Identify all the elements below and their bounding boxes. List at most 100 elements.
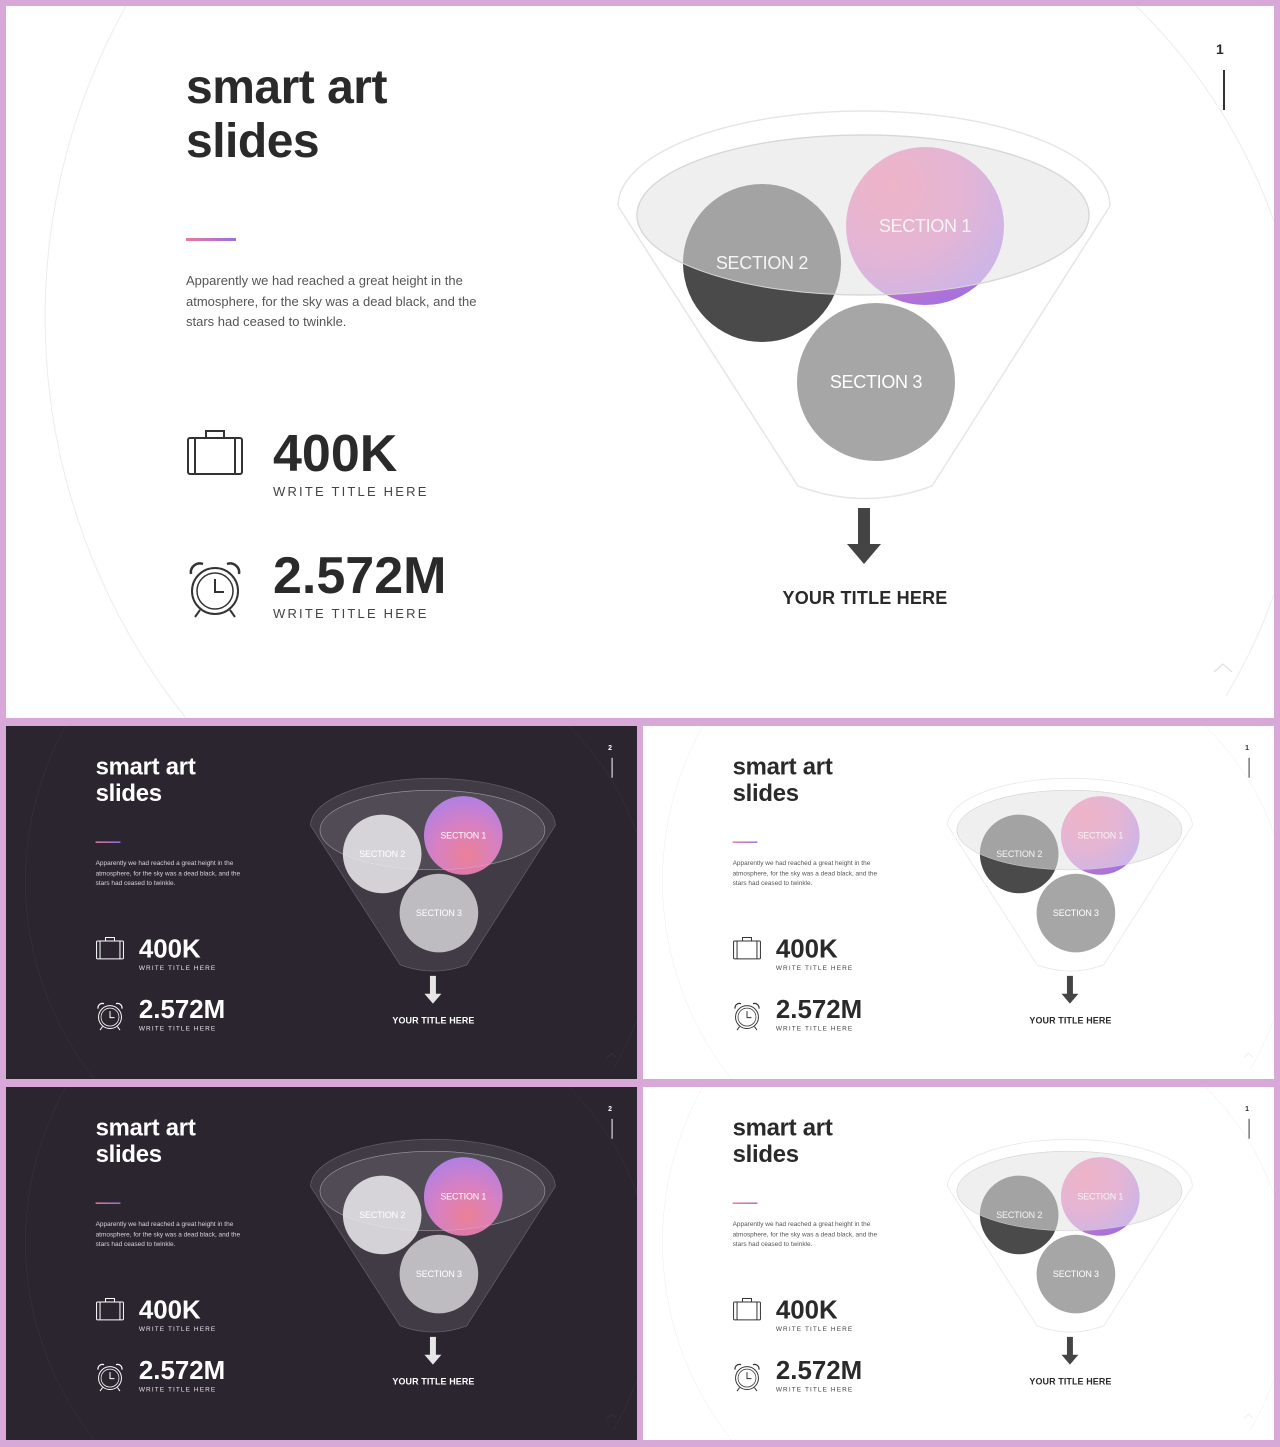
section-1-circle[interactable]: SECTION 1 <box>423 1157 503 1236</box>
description-text: Apparently we had reached a great height… <box>732 1219 878 1248</box>
stat-label: WRITE TITLE HERE <box>138 1024 217 1033</box>
stat-label: WRITE TITLE HERE <box>138 1324 217 1333</box>
briefcase-icon <box>96 936 124 960</box>
funnel-graphic <box>947 1138 1193 1333</box>
section-3-circle[interactable]: SECTION 3 <box>797 303 955 461</box>
stat-value: 400K <box>775 934 838 964</box>
section-2-label: SECTION 2 <box>715 252 809 273</box>
section-2-circle[interactable]: SECTION 2 <box>342 1175 422 1255</box>
funnel-title: YOUR TITLE HERE <box>1029 1015 1112 1026</box>
section-3-circle[interactable]: SECTION 3 <box>399 873 479 953</box>
description-text: Apparently we had reached a great height… <box>95 1219 241 1248</box>
chevron-up-icon[interactable] <box>606 1413 617 1419</box>
slide-title: smart art slides <box>96 753 196 807</box>
page-number: 2 <box>608 1104 612 1113</box>
slide-title: smart art slides <box>733 1114 833 1168</box>
stat-value: 400K <box>775 1295 838 1325</box>
funnel-title: YOUR TITLE HERE <box>392 1015 475 1026</box>
title-line-2: slides <box>732 780 799 807</box>
section-2-circle[interactable]: SECTION 2 <box>342 814 422 894</box>
chevron-up-icon[interactable] <box>606 1052 617 1058</box>
section-3-label: SECTION 3 <box>1052 907 1099 918</box>
title-line-1: smart art <box>95 1114 196 1141</box>
page-indicator-line <box>611 757 613 778</box>
section-3-circle[interactable]: SECTION 3 <box>1036 1234 1116 1314</box>
background-arc <box>25 726 637 1079</box>
funnel-title: YOUR TITLE HERE <box>392 1376 475 1387</box>
stat-label: WRITE TITLE HERE <box>775 1024 854 1033</box>
funnel-graphic <box>310 777 556 972</box>
stat-label: WRITE TITLE HERE <box>775 1385 854 1394</box>
page-indicator-line <box>611 1118 613 1139</box>
section-2-circle[interactable]: SECTION 2 <box>979 814 1059 894</box>
slide-content: smart art slides Apparently we had reach… <box>6 726 637 1079</box>
arrow-down-icon <box>424 975 442 1004</box>
accent-divider <box>95 841 121 843</box>
funnel-graphic <box>310 1138 556 1333</box>
section-1-label: SECTION 1 <box>440 1191 487 1202</box>
description-text: Apparently we had reached a great height… <box>186 273 477 329</box>
slide-thumbnail-light-1[interactable]: smart art slides Apparently we had reach… <box>643 726 1274 1079</box>
slide-content: smart art slides Apparently we had reach… <box>643 726 1274 1079</box>
section-1-circle[interactable]: SECTION 1 <box>423 796 503 875</box>
chevron-up-icon[interactable] <box>1243 1413 1254 1419</box>
stat-value: 2.572M <box>138 995 226 1025</box>
funnel-title: YOUR TITLE HERE <box>782 588 948 608</box>
briefcase-icon <box>96 1297 124 1321</box>
page-indicator-line <box>1248 1118 1250 1139</box>
section-1-circle[interactable]: SECTION 1 <box>1060 1157 1140 1236</box>
page-indicator-line <box>1223 70 1225 110</box>
page-indicator-line <box>1248 757 1250 778</box>
page-number: 1 <box>1245 1104 1249 1113</box>
chevron-up-icon[interactable] <box>1212 662 1234 674</box>
stat-value: 2.572M <box>273 547 447 605</box>
section-1-circle[interactable]: SECTION 1 <box>846 147 1004 305</box>
section-1-label: SECTION 1 <box>1077 1191 1124 1202</box>
accent-divider <box>186 238 236 241</box>
funnel-title: YOUR TITLE HERE <box>1029 1376 1112 1387</box>
title-line-2: slides <box>732 1141 799 1168</box>
alarm-clock-icon <box>189 562 241 618</box>
slide-thumbnail-light-2[interactable]: smart art slides Apparently we had reach… <box>643 1087 1274 1440</box>
section-3-circle[interactable]: SECTION 3 <box>399 1234 479 1314</box>
section-1-label: SECTION 1 <box>440 830 487 841</box>
section-2-label: SECTION 2 <box>359 1209 406 1220</box>
section-3-circle[interactable]: SECTION 3 <box>1036 873 1116 953</box>
stat-value: 2.572M <box>775 1356 863 1386</box>
chevron-up-icon[interactable] <box>1243 1052 1254 1058</box>
accent-divider <box>732 1202 758 1204</box>
section-1-label: SECTION 1 <box>878 215 972 236</box>
section-1-label: SECTION 1 <box>1077 830 1124 841</box>
slide-title: smart art slides <box>186 61 387 169</box>
arrow-down-icon <box>847 508 881 564</box>
stat-value: 2.572M <box>138 1356 226 1386</box>
funnel-graphic <box>947 777 1193 972</box>
stat-value: 400K <box>273 425 398 483</box>
section-2-circle[interactable]: SECTION 2 <box>979 1175 1059 1255</box>
stat-label: WRITE TITLE HERE <box>273 606 429 621</box>
stat-label: WRITE TITLE HERE <box>775 963 854 972</box>
briefcase-icon <box>733 936 761 960</box>
alarm-clock-icon <box>734 1002 760 1031</box>
description-text: Apparently we had reached a great height… <box>95 858 241 887</box>
slide-content: smart art slides Apparently we had reach… <box>6 6 1274 718</box>
stat-label: WRITE TITLE HERE <box>775 1324 854 1333</box>
arrow-down-icon <box>1061 1336 1079 1365</box>
slide-thumbnail-dark-2[interactable]: smart art slides Apparently we had reach… <box>6 1087 637 1440</box>
stat-label: WRITE TITLE HERE <box>138 1385 217 1394</box>
title-line-1: smart art <box>186 61 387 114</box>
main-slide[interactable]: smart art slides Apparently we had reach… <box>6 6 1274 718</box>
section-2-label: SECTION 2 <box>359 848 406 859</box>
section-2-label: SECTION 2 <box>996 1209 1043 1220</box>
section-1-circle[interactable]: SECTION 1 <box>1060 796 1140 875</box>
slide-title: smart art slides <box>733 753 833 807</box>
page-number: 1 <box>1245 743 1249 752</box>
page-number: 2 <box>608 743 612 752</box>
section-2-circle[interactable]: SECTION 2 <box>683 184 841 342</box>
stat-label: WRITE TITLE HERE <box>273 484 429 499</box>
title-line-1: smart art <box>732 1114 833 1141</box>
title-line-2: slides <box>95 1141 162 1168</box>
title-line-2: slides <box>95 780 162 807</box>
slide-thumbnail-dark-1[interactable]: smart art slides Apparently we had reach… <box>6 726 637 1079</box>
title-line-2: slides <box>186 115 320 168</box>
